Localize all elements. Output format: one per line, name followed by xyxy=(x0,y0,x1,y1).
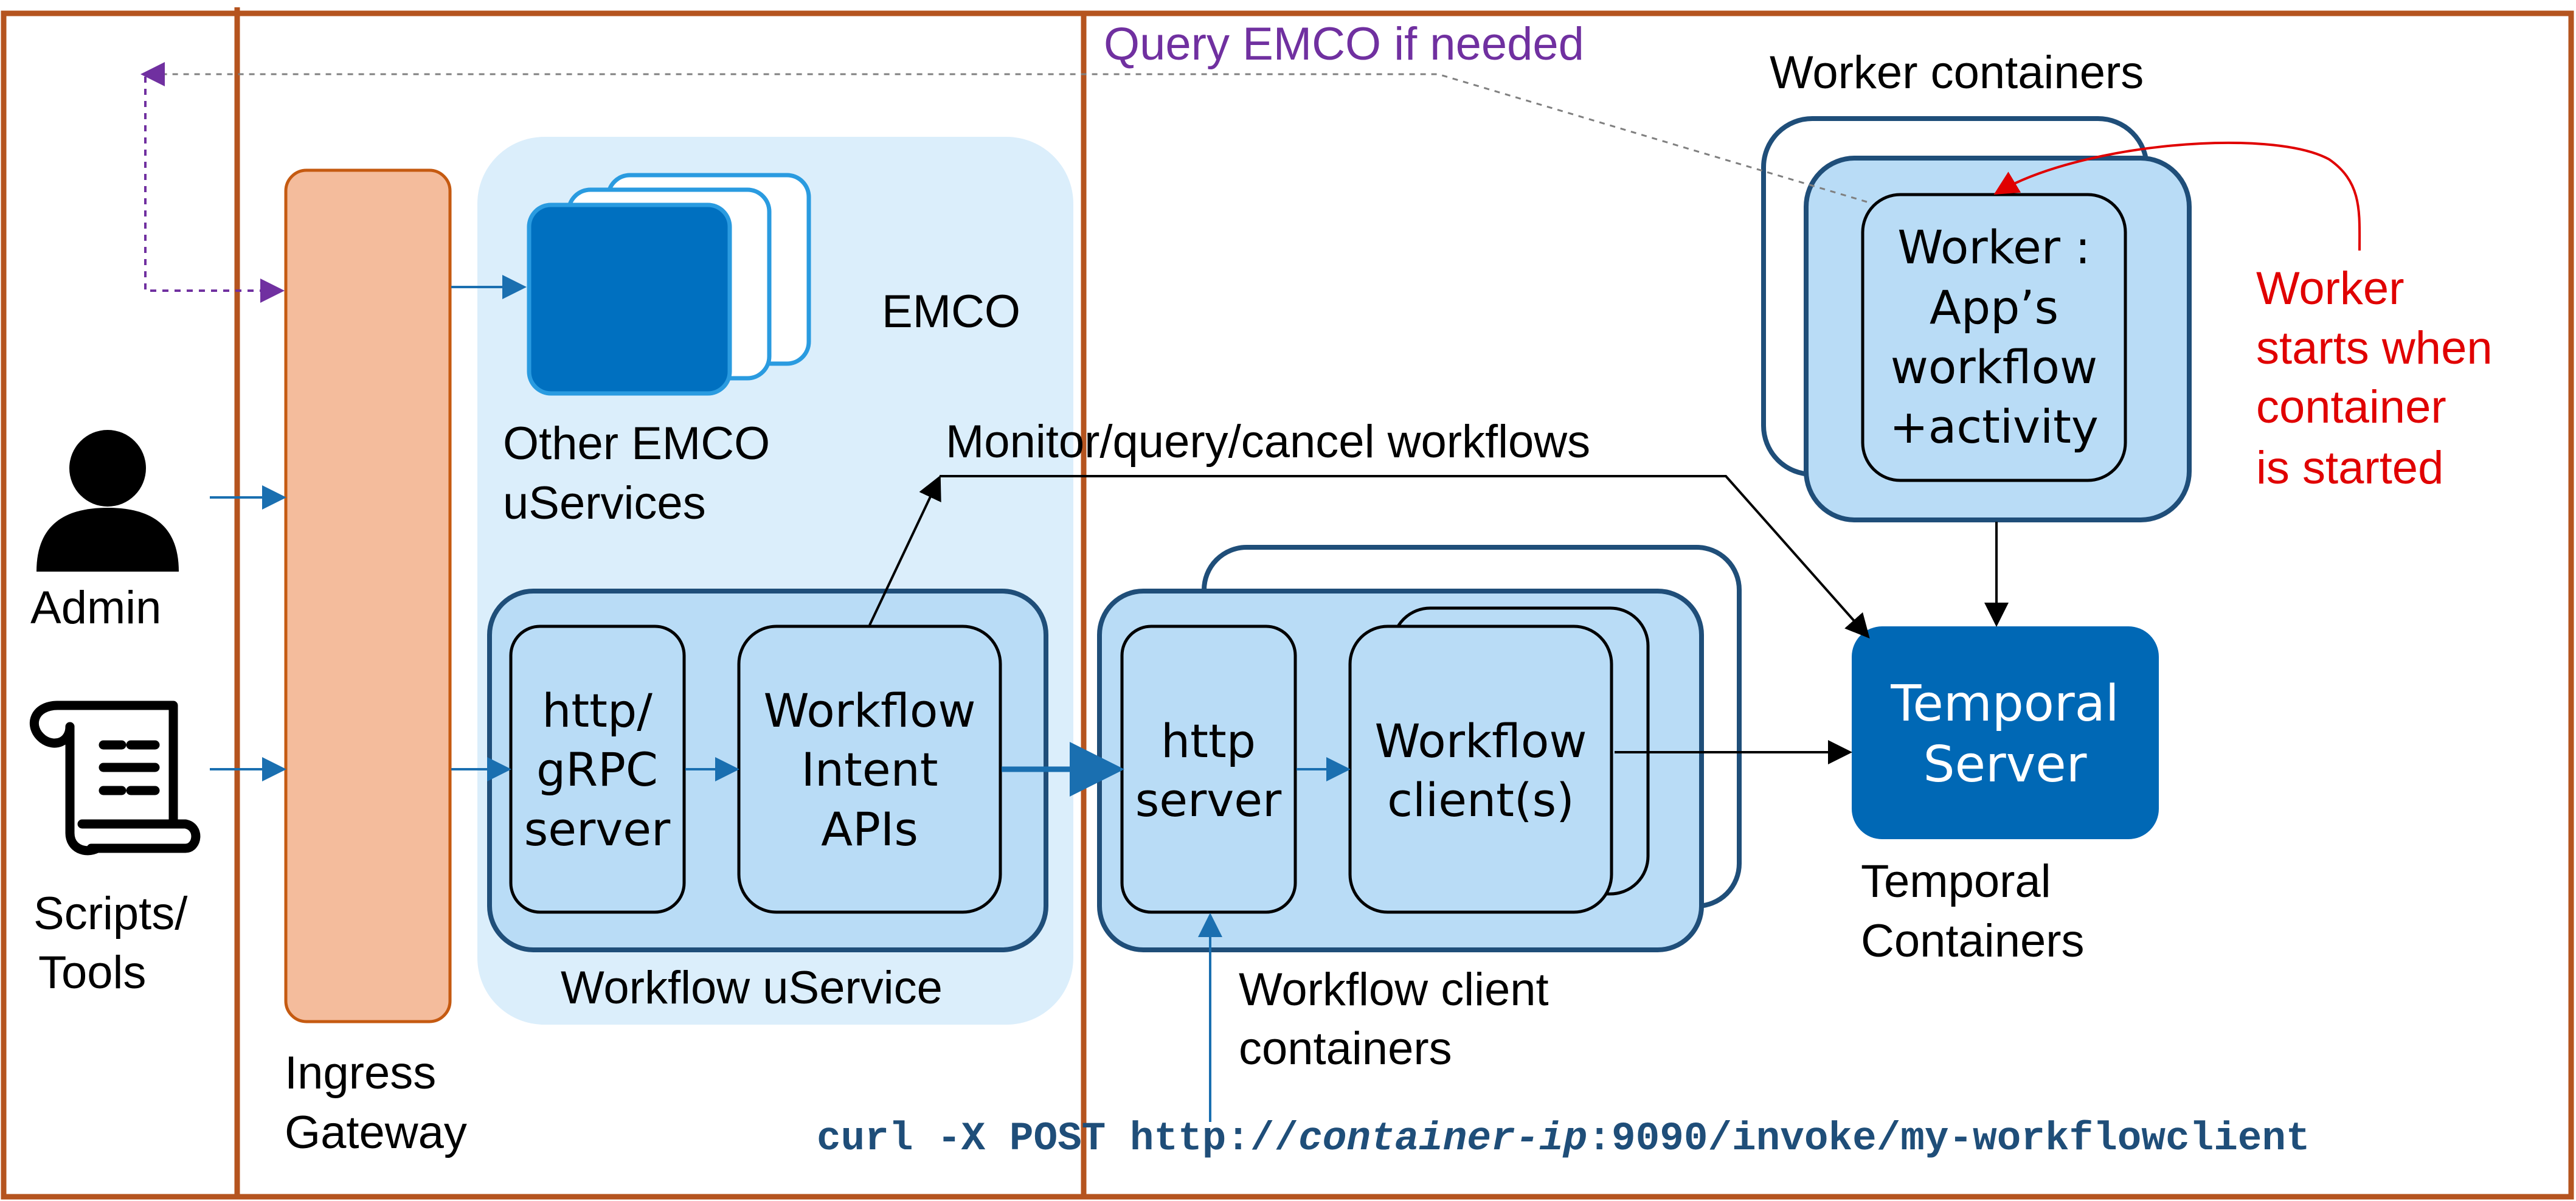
temporal-server-label-line2: Server xyxy=(1923,736,2087,794)
person-icon xyxy=(36,430,179,572)
http-server-box xyxy=(1120,625,1297,914)
arrow-monitor-to-temporal xyxy=(940,475,1870,639)
temporal-server-label-line1: Temporal xyxy=(1890,675,2119,733)
temporal-containers-label-line2: Containers xyxy=(1861,915,2085,967)
admin-label: Admin xyxy=(30,582,161,634)
http-grpc-label-line2: gRPC xyxy=(536,742,658,797)
worker-note-line4: is started xyxy=(2256,442,2443,494)
worker-label-line4: +activity xyxy=(1889,400,2099,454)
workflow-client-label-line1: Workflow xyxy=(1375,714,1587,768)
query-emco-label: Query EMCO if needed xyxy=(1104,18,1584,70)
http-server-label-line2: server xyxy=(1135,773,1282,827)
intent-label-line3: APIs xyxy=(821,802,918,856)
scripts-label-line1: Scripts/ xyxy=(33,888,188,940)
http-grpc-label-line1: http/ xyxy=(542,684,653,738)
temporal-containers-label-line1: Temporal xyxy=(1861,856,2051,907)
worker-start-arrow xyxy=(1993,141,2361,251)
worker-label-line1: Worker : xyxy=(1897,220,2091,274)
intent-label-line1: Workflow xyxy=(764,684,976,738)
workflow-client-box xyxy=(1348,625,1613,914)
emco-label: EMCO xyxy=(882,286,1020,337)
ingress-label-line2: Gateway xyxy=(285,1107,467,1158)
temporal-server xyxy=(1852,626,2159,839)
other-services-label-line2: uServices xyxy=(503,477,706,529)
workflow-uservice-label: Workflow uService xyxy=(561,962,943,1014)
outer-frame xyxy=(1,10,2574,1200)
intent-label-line2: Intent xyxy=(801,742,938,797)
arrow-query-to-ingress xyxy=(144,77,285,303)
http-server-label-line1: http xyxy=(1161,714,1256,768)
workflow-client-containers-label-line2: containers xyxy=(1239,1023,1452,1075)
monitor-label: Monitor/query/cancel workflows xyxy=(946,416,1590,468)
emco-service-icon xyxy=(527,202,732,396)
worker-label-line2: App’s xyxy=(1930,280,2058,334)
scripts-label-line2: Tools xyxy=(38,947,146,999)
curl-suffix: :9090/invoke/my-workflowclient xyxy=(1587,1116,2310,1161)
ingress-label-line1: Ingress xyxy=(285,1047,436,1099)
curl-prefix: curl -X POST http:// xyxy=(817,1116,1298,1161)
workflow-client-label-line2: client(s) xyxy=(1387,773,1574,827)
ingress-gateway xyxy=(284,168,452,1023)
worker-note-line3: container xyxy=(2256,381,2446,433)
worker-note-line1: Worker xyxy=(2256,263,2405,314)
scroll-icon xyxy=(29,701,201,856)
curl-command: curl -X POST http://container-ip:9090/in… xyxy=(817,1116,2310,1161)
other-services-label-line1: Other EMCO xyxy=(503,418,770,469)
worker-note-line2: starts when xyxy=(2256,322,2493,374)
worker-containers-label: Worker containers xyxy=(1770,47,2144,99)
curl-host: container-ip xyxy=(1298,1116,1587,1161)
workflow-client-containers-label-line1: Workflow client xyxy=(1239,964,1549,1016)
arrow-monitor-workflows xyxy=(868,475,941,626)
http-grpc-label-line3: server xyxy=(524,802,671,856)
worker-label-line3: workflow xyxy=(1891,340,2097,394)
